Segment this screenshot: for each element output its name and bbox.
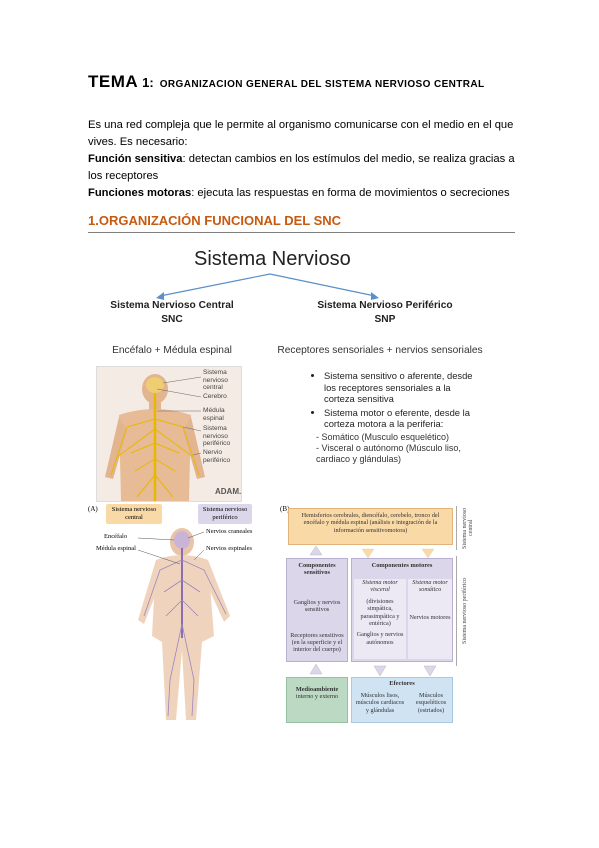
sub-somatic: - Somático (Musculo esquelético) [316,431,450,442]
effectors-head: Efectores [389,680,415,687]
central-abbr: SNC [161,314,183,325]
sensitive-receptores: Receptores sensitivos (en la superficie … [290,631,344,654]
label-medula-a: Médula espinal [96,545,136,552]
bullet-sensitive: Sistema sensitivo o aferente, desde los … [324,370,475,405]
motor-label: Funciones motoras [88,187,192,199]
visceral-label: Sistema motor visceral [362,579,398,594]
sensitive-label: Función sensitiva [88,153,183,165]
human-back-illustration [137,528,230,720]
label-craneales: Nervios craneales [206,528,253,535]
peripheral-heading: Sistema Nervioso Periférico SNP [300,299,470,327]
intro-line: Es una red compleja que le permite al or… [88,119,514,148]
environment-head: Medioambiente [295,686,339,693]
cns-arrows [309,545,435,559]
visceral-panel: Sistema motor visceral (divisiones simpá… [354,579,406,659]
nervous-system-illustration: Sistema nervioso central Cerebro Médula … [96,366,242,502]
label-snc: Sistema nervioso central [203,369,228,391]
label-nervio: Nervio periférico [203,449,231,464]
sensitive-ganglios: Ganglios y nervios sensitivos [293,598,341,614]
diagram-arrows [156,273,379,300]
sensitive-head: Componentes sensitivos [298,562,336,577]
somatic-label: Sistema motor somático [412,579,448,594]
tema-label: TEMA [88,72,139,91]
label-snp: Sistema nervioso periférico [203,425,231,447]
sensitive-paragraph: Función sensitiva: detectan cambios en l… [88,151,520,185]
bullet-motor: Sistema motor o eferente, desde la corte… [324,407,475,430]
pns-bracket [456,556,457,666]
cns-box: Hemisferios cerebrales, diencéfalo, cere… [288,508,453,545]
label-encefalo: Encéfalo [104,533,128,540]
peripheral-head: Sistema Nervioso Periférico [317,300,453,311]
tema-title: ORGANIZACION GENERAL DEL SISTEMA NERVIOS… [159,79,485,90]
diagram-title: Sistema Nervioso [194,248,351,270]
snp-bullets: Sistema sensitivo o aferente, desde los … [310,370,475,465]
letter-a: (A) [88,505,98,513]
motor-paragraph: Funciones motoras: ejecuta las respuesta… [88,185,520,202]
sensitive-components-box: Componentes sensitivos Ganglios y nervio… [286,558,348,662]
effectors-box: Efectores Músculos lisos, músculos cardi… [351,677,453,723]
skeletal-muscles: Músculos esqueléticos (estriados) [415,692,447,714]
ganglios-autonomos: Ganglios y nervios autónomos [356,631,404,646]
letter-b: (B) [280,505,290,513]
pns-arrows [309,663,437,677]
label-cerebro: Cerebro [203,393,227,400]
section-heading: 1.ORGANIZACIÓN FUNCIONAL DEL SNC [88,213,342,228]
peripheral-desc: Receptores sensoriales + nervios sensori… [277,345,483,356]
peripheral-abbr: SNP [374,314,396,325]
environment-sub: interno y externo [295,693,339,701]
somatic-panel: Sistema motor somático Nervios motores [408,579,452,659]
central-desc: Encéfalo + Médula espinal [112,345,232,356]
central-head: Sistema Nervioso Central [110,300,234,311]
sensitive-text: : detectan cambios en los estímulos del … [88,153,515,182]
label-espinales: Nervios espinales [206,545,253,552]
motor-components-box: Componentes motores Sistema motor viscer… [351,558,453,662]
tag-central: Sistema nervioso central [106,504,162,524]
tag-peripheral: Sistema nervioso periférico [198,504,252,524]
side-label-cns: Sistema nervioso central [462,507,474,549]
smooth-muscles: Músculos lisos, músculos cardiacos y glá… [355,692,405,714]
nervios-motores: Nervios motores [409,613,451,621]
tema-number: 1: [142,75,154,90]
section-divider [88,232,515,233]
visceral-list: (divisiones simpática, parasimpática y e… [360,597,400,628]
credit-adam: ADAM. [215,487,242,496]
side-label-pns: Sistema nervioso periférico [462,578,468,644]
central-heading: Sistema Nervioso Central SNC [92,299,252,327]
motor-text: : ejecuta las respuestas en forma de mov… [191,187,510,199]
cns-bracket [456,506,457,550]
sub-visceral: - Visceral o autónomo (Músculo liso, car… [316,442,461,464]
label-medula: Médula espinal [203,407,225,422]
human-figure-image [105,374,205,501]
environment-box: Medioambiente interno y externo [286,677,348,723]
motor-head: Componentes motores [371,562,433,569]
